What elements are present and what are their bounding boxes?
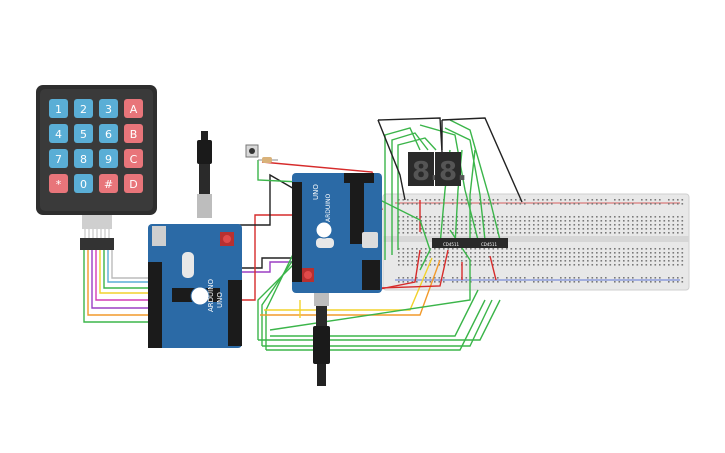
keypad-key-6[interactable]: 6 <box>99 124 118 143</box>
breadboard[interactable] <box>382 193 690 291</box>
keypad-key-label: 2 <box>80 103 87 116</box>
keypad-header <box>80 238 114 250</box>
keypad[interactable]: 1 2 3 A 4 5 6 B 7 8 9 C * 0 # D <box>36 85 157 250</box>
chip-atmega-right <box>350 180 364 244</box>
chip-label-2: CD4511 <box>481 242 498 247</box>
keypad-keys: 1 2 3 A 4 5 6 B 7 8 9 C * 0 # D <box>49 99 143 193</box>
keypad-key-1[interactable]: 1 <box>49 99 68 118</box>
arduino-right-brand: ARDUINO <box>325 193 332 222</box>
keypad-key-B[interactable]: B <box>124 124 143 143</box>
keypad-key-5[interactable]: 5 <box>74 124 93 143</box>
keypad-key-label: * <box>56 178 62 191</box>
keypad-ribbon <box>82 215 112 229</box>
resistor <box>258 157 278 163</box>
usb-plug-right[interactable] <box>313 282 330 386</box>
arduino-uno-left[interactable]: ARDUINO UNO <box>148 224 242 348</box>
keypad-key-3[interactable]: 3 <box>99 99 118 118</box>
keypad-key-C[interactable]: C <box>124 149 143 168</box>
keypad-key-label: 7 <box>55 153 62 166</box>
display-digit-2: 8. <box>439 157 467 187</box>
arduino-uno-right[interactable]: UNO ARDUINO <box>292 173 382 293</box>
keypad-key-0[interactable]: 0 <box>74 174 93 193</box>
keypad-key-2[interactable]: 2 <box>74 99 93 118</box>
seven-segment-display-2: 8. <box>435 152 467 187</box>
keypad-key-label: 5 <box>80 128 87 141</box>
keypad-key-9[interactable]: 9 <box>99 149 118 168</box>
keypad-key-label: D <box>129 178 137 191</box>
chip-label-1: CD4511 <box>443 242 460 247</box>
keypad-key-label: # <box>104 178 113 191</box>
keypad-key-#[interactable]: # <box>99 174 118 193</box>
keypad-key-label: 3 <box>105 103 112 116</box>
breadboard-holes <box>398 199 684 283</box>
arduino-left-brand: ARDUINO <box>207 279 215 312</box>
keypad-key-label: 4 <box>55 128 62 141</box>
keypad-key-label: B <box>130 128 138 141</box>
keypad-key-D[interactable]: D <box>124 174 143 193</box>
keypad-key-4[interactable]: 4 <box>49 124 68 143</box>
keypad-key-label: 1 <box>55 103 62 116</box>
keypad-key-label: 9 <box>105 153 112 166</box>
keypad-key-label: 0 <box>80 178 87 191</box>
keypad-key-label: A <box>130 103 138 116</box>
keypad-key-7[interactable]: 7 <box>49 149 68 168</box>
keypad-key-label: C <box>130 153 138 166</box>
arduino-right-model: UNO <box>312 184 320 200</box>
usb-plug-left[interactable] <box>197 131 212 218</box>
chip-cd4511-2[interactable]: CD4511 <box>470 238 508 248</box>
keypad-key-8[interactable]: 8 <box>74 149 93 168</box>
keypad-key-label: 6 <box>105 128 112 141</box>
push-button[interactable] <box>245 144 259 158</box>
keypad-key-label: 8 <box>80 153 87 166</box>
keypad-key-A[interactable]: A <box>124 99 143 118</box>
arduino-left-model: UNO <box>216 292 224 308</box>
chip-cd4511-1[interactable]: CD4511 <box>432 238 470 248</box>
keypad-key-*[interactable]: * <box>49 174 68 193</box>
